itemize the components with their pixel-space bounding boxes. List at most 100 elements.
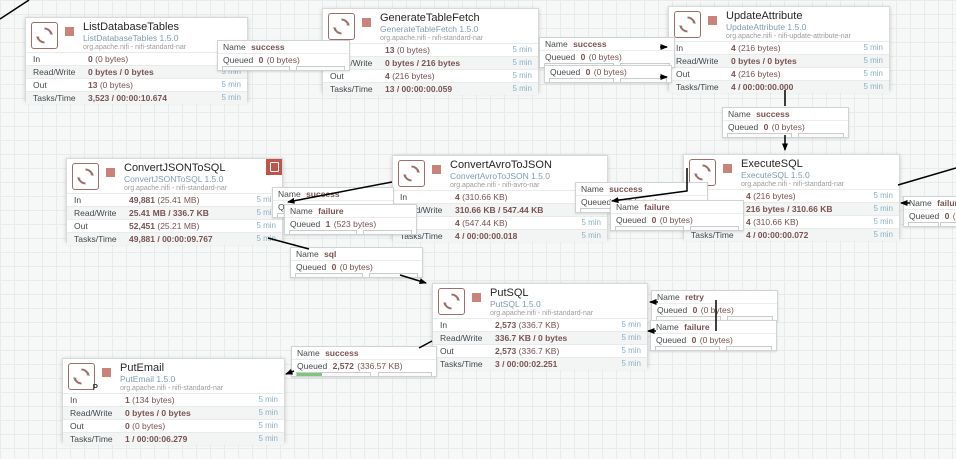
- queue-progress-segment: [369, 273, 418, 277]
- queue-progress-segment: [656, 316, 721, 320]
- connection-queued-row: Queued 0 (0 bytes): [296, 262, 373, 272]
- processor-update-attribute[interactable]: UpdateAttribute UpdateAttribute 1.5.0 or…: [668, 6, 890, 93]
- queue-progress-segment: [655, 346, 720, 350]
- queued-count: 0: [763, 122, 769, 132]
- stat-row-tasks-time: Tasks/Time 49,881 / 00:00:09.767 5 min: [67, 232, 282, 245]
- processor-put-email[interactable]: P PutEmail PutEmail 1.5.0 org.apache.nif…: [62, 358, 285, 445]
- relationship-name: failure: [937, 198, 956, 208]
- queue-progress-bar: [613, 226, 741, 230]
- stat-row-out: Out 0 (0 bytes) 5 min: [63, 419, 284, 432]
- queued-size: (0 bytes): [771, 122, 805, 132]
- queue-progress-segment: [295, 273, 364, 277]
- processor-header: GenerateTableFetch GenerateTableFetch 1.…: [323, 9, 538, 43]
- queued-count: 0: [585, 67, 591, 77]
- queued-count: 2,572: [332, 361, 354, 371]
- connection-name-row: Name success: [540, 38, 674, 51]
- connection-es-failure-offscreen[interactable]: [897, 167, 956, 186]
- queue-label-es-failure-right[interactable]: Name failure Queued 0 (0 bytes): [903, 196, 956, 227]
- connection-name-row: Name success: [576, 183, 707, 196]
- processor-icon: [72, 163, 99, 190]
- queue-progress-bar: [653, 346, 774, 350]
- queue-label-es-failure[interactable]: Name failure Queued 0 (0 bytes): [610, 200, 744, 231]
- queue-label-putsql-failure[interactable]: Name failure Queued 0 (0 bytes): [650, 320, 777, 351]
- queued-count: 0: [944, 211, 950, 221]
- stat-window: 5 min: [873, 230, 893, 239]
- relationship-name: success: [325, 348, 359, 358]
- processor-title: UpdateAttribute: [726, 10, 803, 22]
- queued-count: 0: [691, 335, 697, 345]
- stat-window: 5 min: [512, 58, 532, 67]
- bulletin-indicator[interactable]: [266, 159, 282, 175]
- stat-row-out: Out 4 (216 bytes) 5 min: [323, 69, 538, 82]
- queue-label-cjs-putsql-sql[interactable]: Name sql Queued 0 (0 bytes): [290, 247, 423, 278]
- queued-size: (0 bytes): [588, 52, 622, 62]
- stat-window: 5 min: [258, 421, 278, 430]
- queued-size: (523 bytes): [333, 219, 377, 229]
- processor-header: ListDatabaseTables ListDatabaseTables 1.…: [26, 18, 247, 52]
- queue-progress-segment: [296, 66, 345, 70]
- queue-progress-segment: [378, 372, 432, 376]
- queue-label-ua-es-success[interactable]: Name success Queued 0 (0 bytes): [722, 107, 849, 138]
- queued-count: 0: [258, 55, 264, 65]
- processor-title: PutSQL: [490, 287, 529, 299]
- queue-label-putsql-retry[interactable]: Name retry Queued 0 (0 bytes): [651, 290, 778, 321]
- stat-window: 5 min: [221, 93, 241, 102]
- queue-progress-segment: [615, 226, 684, 230]
- processor-version: PutEmail 1.5.0: [120, 374, 176, 384]
- stat-window: 5 min: [621, 359, 641, 368]
- processor-version: ConvertJSONToSQL 1.5.0: [124, 174, 224, 184]
- connection-queued-row: Queued 0 (0 bytes): [550, 67, 627, 77]
- stat-row-tasks-time: Tasks/Time 4 / 00:00:00.000 5 min: [669, 80, 889, 93]
- connection-name-row: Name success: [273, 188, 393, 201]
- stat-row-out: Out 4 (547.44 KB) 5 min: [393, 216, 607, 229]
- stat-row-in: In 1 (134 bytes) 5 min: [63, 393, 284, 406]
- stat-row-tasks-time: Tasks/Time 3 / 00:00:02.251 5 min: [433, 357, 647, 370]
- run-status-stopped-icon: [708, 16, 717, 25]
- queued-count: 1: [325, 219, 331, 229]
- relationship-name: success: [609, 184, 643, 194]
- queue-label-cjs-failure[interactable]: Name failure Queued 1 (523 bytes): [284, 204, 417, 235]
- connection-name-row: Name failure: [285, 205, 416, 218]
- stat-window: 5 min: [258, 408, 278, 417]
- processor-convert-json-to-sql[interactable]: ConvertJSONToSQL ConvertJSONToSQL 1.5.0 …: [66, 158, 283, 245]
- stat-window: 5 min: [863, 56, 883, 65]
- processor-bundle: org.apache.nifi - nifi-standard-nar: [120, 385, 224, 392]
- processor-version: ListDatabaseTables 1.5.0: [83, 33, 179, 43]
- queue-label-gtf-ua-success[interactable]: Name success Queued 0 (0 bytes): [539, 37, 675, 68]
- processor-generate-table-fetch[interactable]: GenerateTableFetch GenerateTableFetch 1.…: [322, 8, 539, 95]
- processor-icon-letter: P: [92, 383, 98, 392]
- stat-row-read-write: Read/Write 0 bytes / 0 bytes 5 min: [26, 65, 247, 78]
- stat-row-tasks-time: Tasks/Time 4 / 00:00:00.018 5 min: [393, 229, 607, 242]
- connection-name-row: Name success: [218, 41, 349, 54]
- stat-row-in: In 13 (0 bytes) 5 min: [323, 43, 538, 56]
- stat-window: 5 min: [258, 395, 278, 404]
- queue-progress-segment: [689, 226, 739, 230]
- processor-list-database-tables[interactable]: ListDatabaseTables ListDatabaseTables 1.…: [25, 17, 248, 104]
- queued-size: (0 bytes): [659, 215, 693, 225]
- queue-label-putsql-putemail-success[interactable]: Name success Queued 2,572 (336.57 KB): [291, 346, 437, 377]
- queue-progress-segment: [725, 346, 772, 350]
- connection-name-row: Name success: [292, 347, 436, 360]
- stat-window: 5 min: [581, 218, 601, 227]
- relationship-name: retry: [685, 292, 704, 302]
- queue-label-gtf-ua-queue2[interactable]: Name Queued 0 (0 bytes): [544, 65, 672, 83]
- queue-progress-segment: [908, 222, 940, 226]
- processor-title: PutEmail: [120, 362, 165, 374]
- processor-header: UpdateAttribute UpdateAttribute 1.5.0 or…: [669, 7, 889, 41]
- queue-progress-bar: [654, 316, 775, 320]
- processor-bundle: org.apache.nifi - nifi-standard-nar: [380, 35, 484, 42]
- queue-label-ldt-gtf-success[interactable]: Name success Queued 0 (0 bytes): [217, 40, 350, 71]
- processor-put-sql[interactable]: PutSQL PutSQL 1.5.0 org.apache.nifi - ni…: [432, 283, 648, 370]
- stat-row-in: In 2,573 (336.7 KB) 5 min: [433, 318, 647, 331]
- connection-queued-row: Queued 0 (0 bytes): [904, 210, 956, 222]
- relationship-name: success: [251, 42, 285, 52]
- run-status-stopped-icon: [102, 368, 111, 377]
- queue-progress-bar: [293, 273, 420, 277]
- processor-bundle: org.apache.nifi - nifi-standard-nar: [124, 185, 228, 192]
- queued-size: (0 bytes): [339, 262, 373, 272]
- connection-name-row: Name failure: [904, 197, 956, 210]
- queued-size: (0 bytes): [593, 67, 627, 77]
- connection-queued-row: Queued 1 (523 bytes): [290, 219, 377, 229]
- queue-progress-bar: [547, 78, 669, 82]
